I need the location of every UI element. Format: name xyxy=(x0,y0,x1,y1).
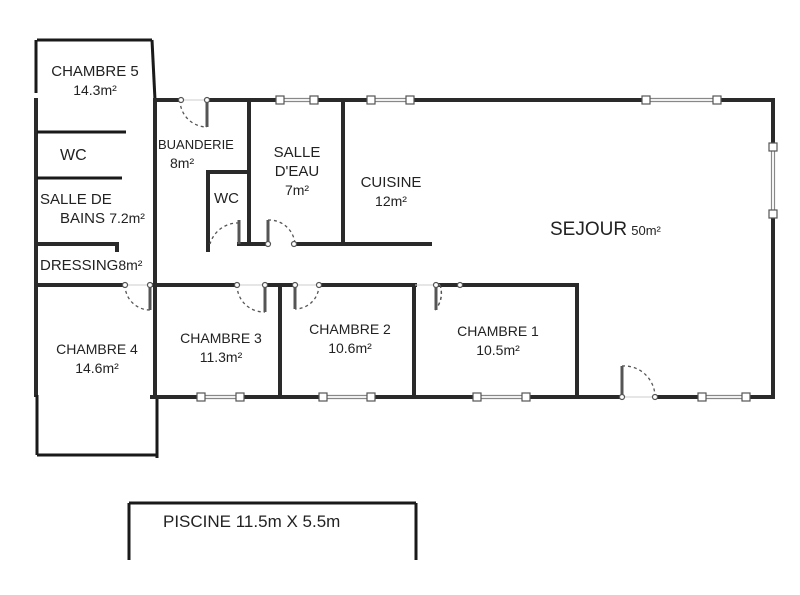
room-area: 12m² xyxy=(375,193,407,209)
main-walls xyxy=(35,98,775,399)
pool-outline xyxy=(127,501,418,560)
room-area: 7.2m² xyxy=(109,210,145,226)
room-name-line1: SALLE DE xyxy=(40,191,112,208)
room-name: CHAMBRE 2 xyxy=(309,321,391,337)
room-name: CHAMBRE 3 xyxy=(180,330,262,346)
room-area: 7m² xyxy=(284,182,310,198)
room-name-line2: BAINS xyxy=(60,210,106,227)
room-name: BUANDERIE xyxy=(158,137,234,152)
room-area: 8m² xyxy=(170,155,195,171)
room-name-line2: D'EAU xyxy=(274,163,320,180)
room-chambre-4: CHAMBRE 4 14.6m² xyxy=(45,340,149,378)
room-area: 10.6m² xyxy=(328,340,372,356)
room-name: CHAMBRE 4 xyxy=(56,341,138,357)
room-wc-left: WC xyxy=(60,146,87,165)
room-dressing: DRESSING8m² xyxy=(40,256,142,275)
room-chambre-3: CHAMBRE 3 11.3m² xyxy=(168,329,274,367)
room-area: 8m² xyxy=(118,257,143,273)
room-area: 14.3m² xyxy=(73,82,117,98)
room-name: DRESSING xyxy=(40,257,119,274)
room-area: 10.5m² xyxy=(476,342,520,358)
windows xyxy=(196,95,778,402)
room-buanderie: BUANDERIE 8m² xyxy=(158,135,234,173)
doors xyxy=(121,96,659,401)
room-salle-d-eau: SALLE D'EAU 7m² xyxy=(258,143,336,200)
room-name: CUISINE xyxy=(360,174,422,191)
room-area: 11.3m² xyxy=(199,349,243,365)
room-name: WC xyxy=(214,190,239,207)
room-name: SEJOUR xyxy=(550,219,628,240)
room-cuisine: CUISINE 12m² xyxy=(350,173,432,211)
pool-label: PISCINE 11.5m X 5.5m xyxy=(163,512,341,531)
room-name: CHAMBRE 5 xyxy=(51,63,139,80)
room-wc-buanderie: WC xyxy=(214,189,239,208)
room-area: 50m² xyxy=(631,223,661,238)
room-chambre-2: CHAMBRE 2 10.6m² xyxy=(292,320,408,358)
room-area: 14.6m² xyxy=(75,360,119,376)
room-name: CHAMBRE 1 xyxy=(457,323,539,339)
room-salle-de-bains: SALLE DE BAINS 7.2m² xyxy=(40,190,145,228)
room-sejour: SEJOUR 50m² xyxy=(550,220,661,240)
left-wing-walls xyxy=(34,38,159,458)
room-chambre-1: CHAMBRE 1 10.5m² xyxy=(440,322,556,360)
room-name: WC xyxy=(60,147,87,164)
room-chambre-5: CHAMBRE 5 14.3m² xyxy=(45,62,145,100)
room-name-line1: SALLE xyxy=(273,144,321,161)
